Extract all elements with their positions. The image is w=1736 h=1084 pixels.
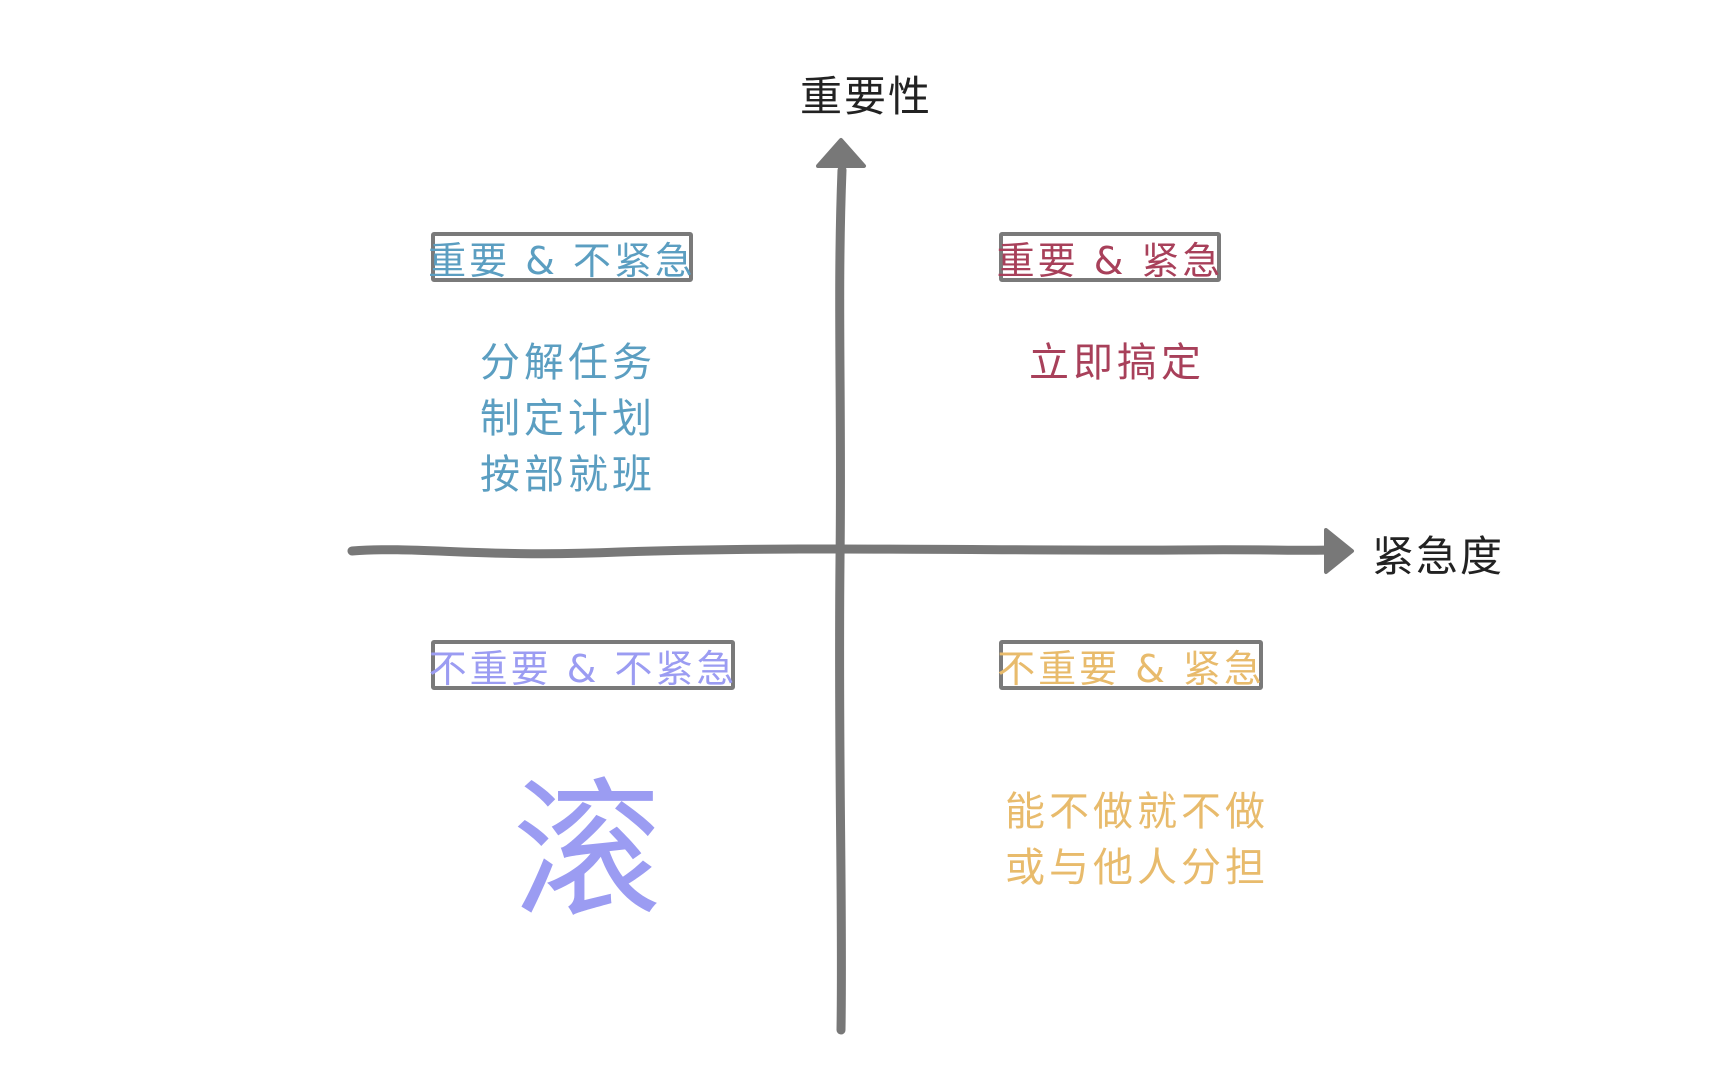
y-axis-title: 重要性 [800, 72, 933, 121]
quadrant-tag-important-not-urgent: 重要 & 不紧急 [428, 232, 693, 283]
y-axis-arrowhead [816, 138, 866, 168]
action-line: 制定计划 [480, 396, 656, 442]
x-axis-arrowhead [1324, 528, 1354, 574]
quadrant-tag-not-important-urgent: 不重要 & 紧急 [997, 640, 1263, 691]
quadrant-actions-important-not-urgent: 分解任务 制定计划 按部就班 [480, 335, 656, 503]
action-line: 能不做就不做 [1005, 789, 1269, 835]
quadrant-tag-important-urgent: 重要 & 紧急 [997, 232, 1221, 283]
quadrant-actions-important-urgent: 立即搞定 [1029, 335, 1205, 391]
action-line: 立即搞定 [1029, 340, 1205, 386]
y-axis-line [835, 165, 847, 1035]
x-axis-line [347, 544, 1335, 559]
quadrant-actions-not-important-urgent: 能不做就不做 或与他人分担 [1005, 784, 1269, 896]
quadrant-tag-not-important-not-urgent: 不重要 & 不紧急 [429, 640, 735, 691]
action-line: 或与他人分担 [1005, 845, 1269, 891]
x-axis-title: 紧急度 [1372, 532, 1505, 581]
action-line: 分解任务 [480, 340, 656, 386]
action-line: 按部就班 [480, 452, 656, 498]
quadrant-action-not-important-not-urgent: 滚 [512, 765, 663, 939]
